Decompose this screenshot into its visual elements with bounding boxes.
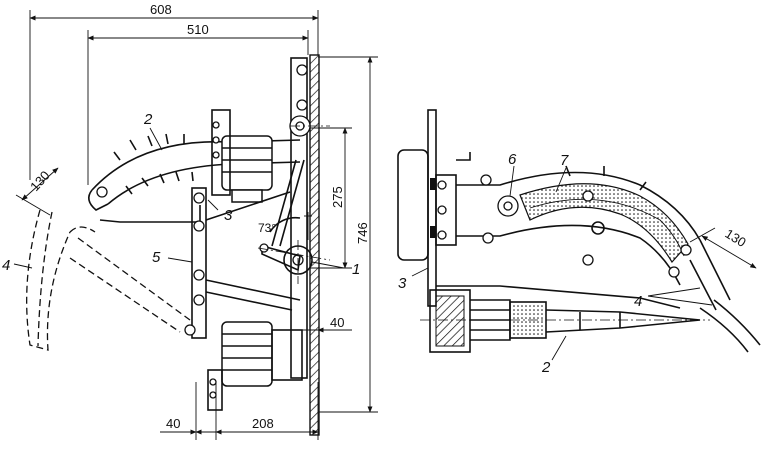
dim-130-right: 130 <box>722 226 748 250</box>
left-lower-insulator <box>207 321 303 411</box>
callout-left-2: 2 <box>143 111 153 128</box>
dim-208: 208 <box>252 416 274 431</box>
dim-40-right: 40 <box>330 315 344 330</box>
dim-angle-73: 73° <box>258 221 276 235</box>
left-upper-insulator <box>211 109 273 203</box>
callout-right-3: 3 <box>398 275 407 292</box>
left-open-position-4 <box>26 209 191 351</box>
right-contact-2 <box>420 285 710 353</box>
right-mounting-plate <box>397 109 471 307</box>
right-arc-chute-7 <box>456 165 701 286</box>
callout-right-6: 6 <box>508 151 517 168</box>
dim-275: 275 <box>330 186 345 208</box>
left-link-rod-5 <box>184 187 301 339</box>
callout-right-4: 4 <box>634 293 642 310</box>
right-view: 6 7 3 4 2 130 <box>397 109 761 376</box>
left-mounting-wall <box>290 54 320 436</box>
dim-510: 510 <box>187 22 209 37</box>
callout-left-1: 1 <box>352 261 360 278</box>
dim-608: 608 <box>150 2 172 17</box>
dim-40-bottom: 40 <box>166 416 180 431</box>
callout-left-5: 5 <box>152 249 161 266</box>
left-arc-horn-2 <box>88 133 301 223</box>
callout-left-3: 3 <box>224 207 233 224</box>
dim-130-left: 130 <box>27 168 53 194</box>
left-dimension-texts: 608 510 130 275 746 73° 40 40 208 <box>27 2 370 431</box>
right-blades-4 <box>689 227 761 353</box>
left-dimension-lines <box>15 15 373 435</box>
left-callouts: 2 3 4 5 1 <box>2 111 360 278</box>
left-view: 608 510 130 275 746 73° 40 40 208 2 3 4 … <box>2 2 378 440</box>
callout-left-4: 4 <box>2 257 10 274</box>
left-operating-mechanism-1 <box>259 64 313 275</box>
callout-right-2: 2 <box>541 359 551 376</box>
dim-746: 746 <box>355 222 370 244</box>
callout-right-7: 7 <box>560 152 569 169</box>
left-centre-lines <box>257 125 331 284</box>
